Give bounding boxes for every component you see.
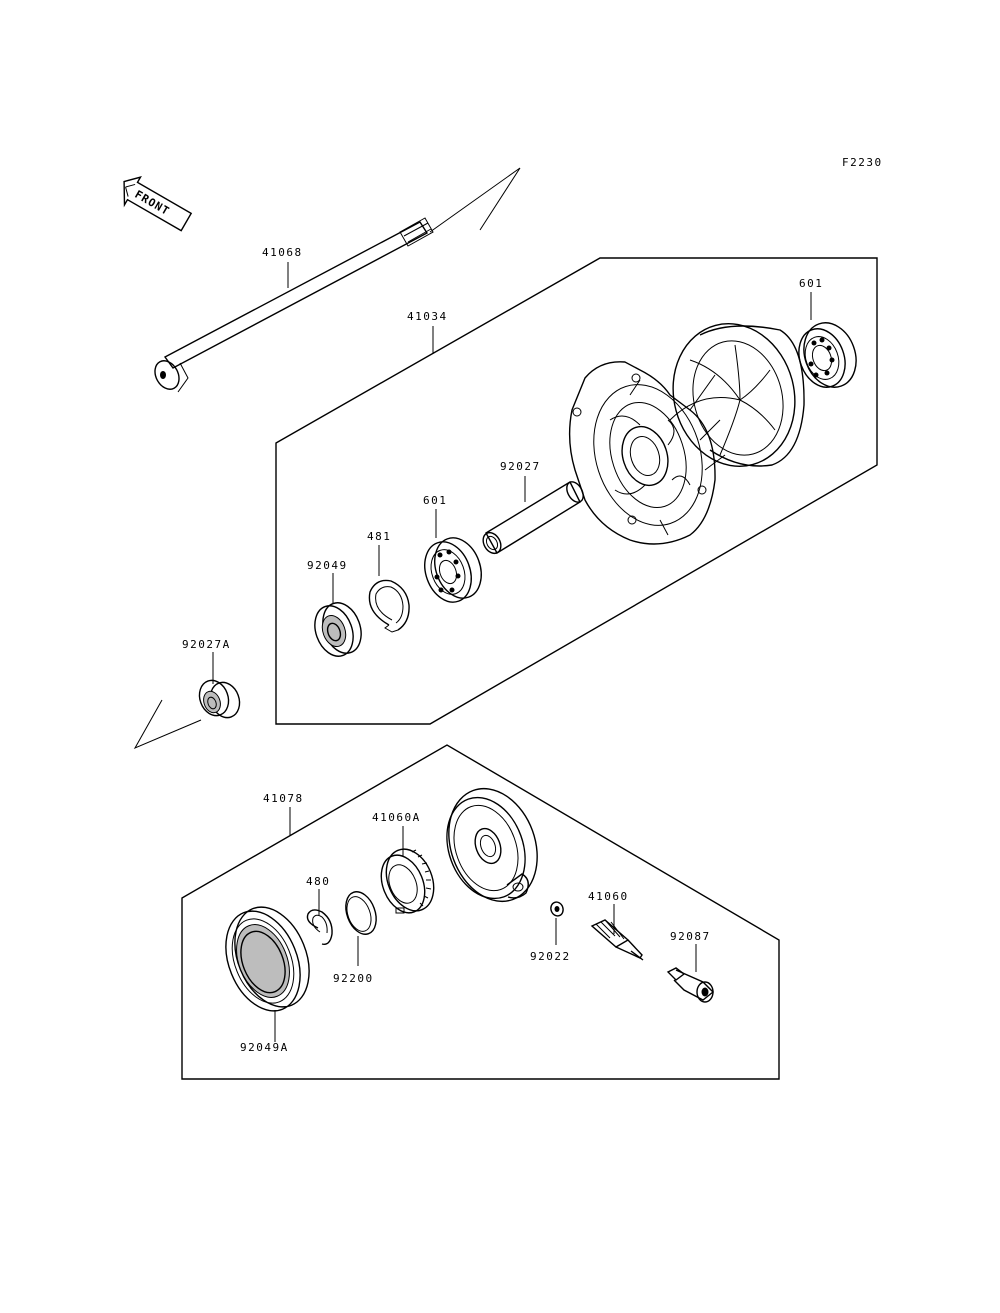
group-box-hub (275, 257, 878, 725)
spacer-tube (482, 481, 584, 555)
bushing-92087 (666, 967, 715, 1003)
speedometer-drive-gear (380, 848, 435, 914)
oil-seal-92049 (314, 602, 362, 657)
bearing-right (798, 322, 857, 388)
part-label-92087: 92087 (670, 930, 711, 943)
part-label-92200: 92200 (333, 972, 374, 985)
collar-92027a (133, 679, 241, 750)
figure-code: F2230 (842, 156, 883, 169)
speedometer-pinion (590, 919, 644, 961)
part-label-41060a: 41060A (372, 811, 421, 824)
axle (154, 167, 521, 393)
group-box-speedo (181, 744, 780, 1080)
circlip-481 (368, 579, 410, 633)
washer-92200 (345, 891, 377, 935)
part-label-480: 480 (306, 875, 330, 888)
part-label-481: 481 (367, 530, 391, 543)
speedometer-gear-housing (446, 787, 538, 903)
part-label-41060: 41060 (588, 890, 629, 903)
part-label-92022: 92022 (530, 950, 571, 963)
oil-seal-92049a (225, 906, 310, 1012)
bearing-left (424, 537, 482, 603)
part-label-92049a: 92049A (240, 1041, 289, 1054)
part-label-92027: 92027 (500, 460, 541, 473)
circlip-480 (306, 909, 333, 945)
group-label-41034: 41034 (407, 310, 448, 323)
washer-92022 (550, 901, 564, 917)
part-label-92027a: 92027A (182, 638, 231, 651)
part-label-601-left: 601 (423, 494, 447, 507)
group-label-41078: 41078 (263, 792, 304, 805)
wheel-hub (568, 323, 805, 545)
front-arrow-icon: FRONT (123, 176, 193, 232)
part-label-41068: 41068 (262, 246, 303, 259)
part-label-92049: 92049 (307, 559, 348, 572)
part-label-601-right: 601 (799, 277, 823, 290)
